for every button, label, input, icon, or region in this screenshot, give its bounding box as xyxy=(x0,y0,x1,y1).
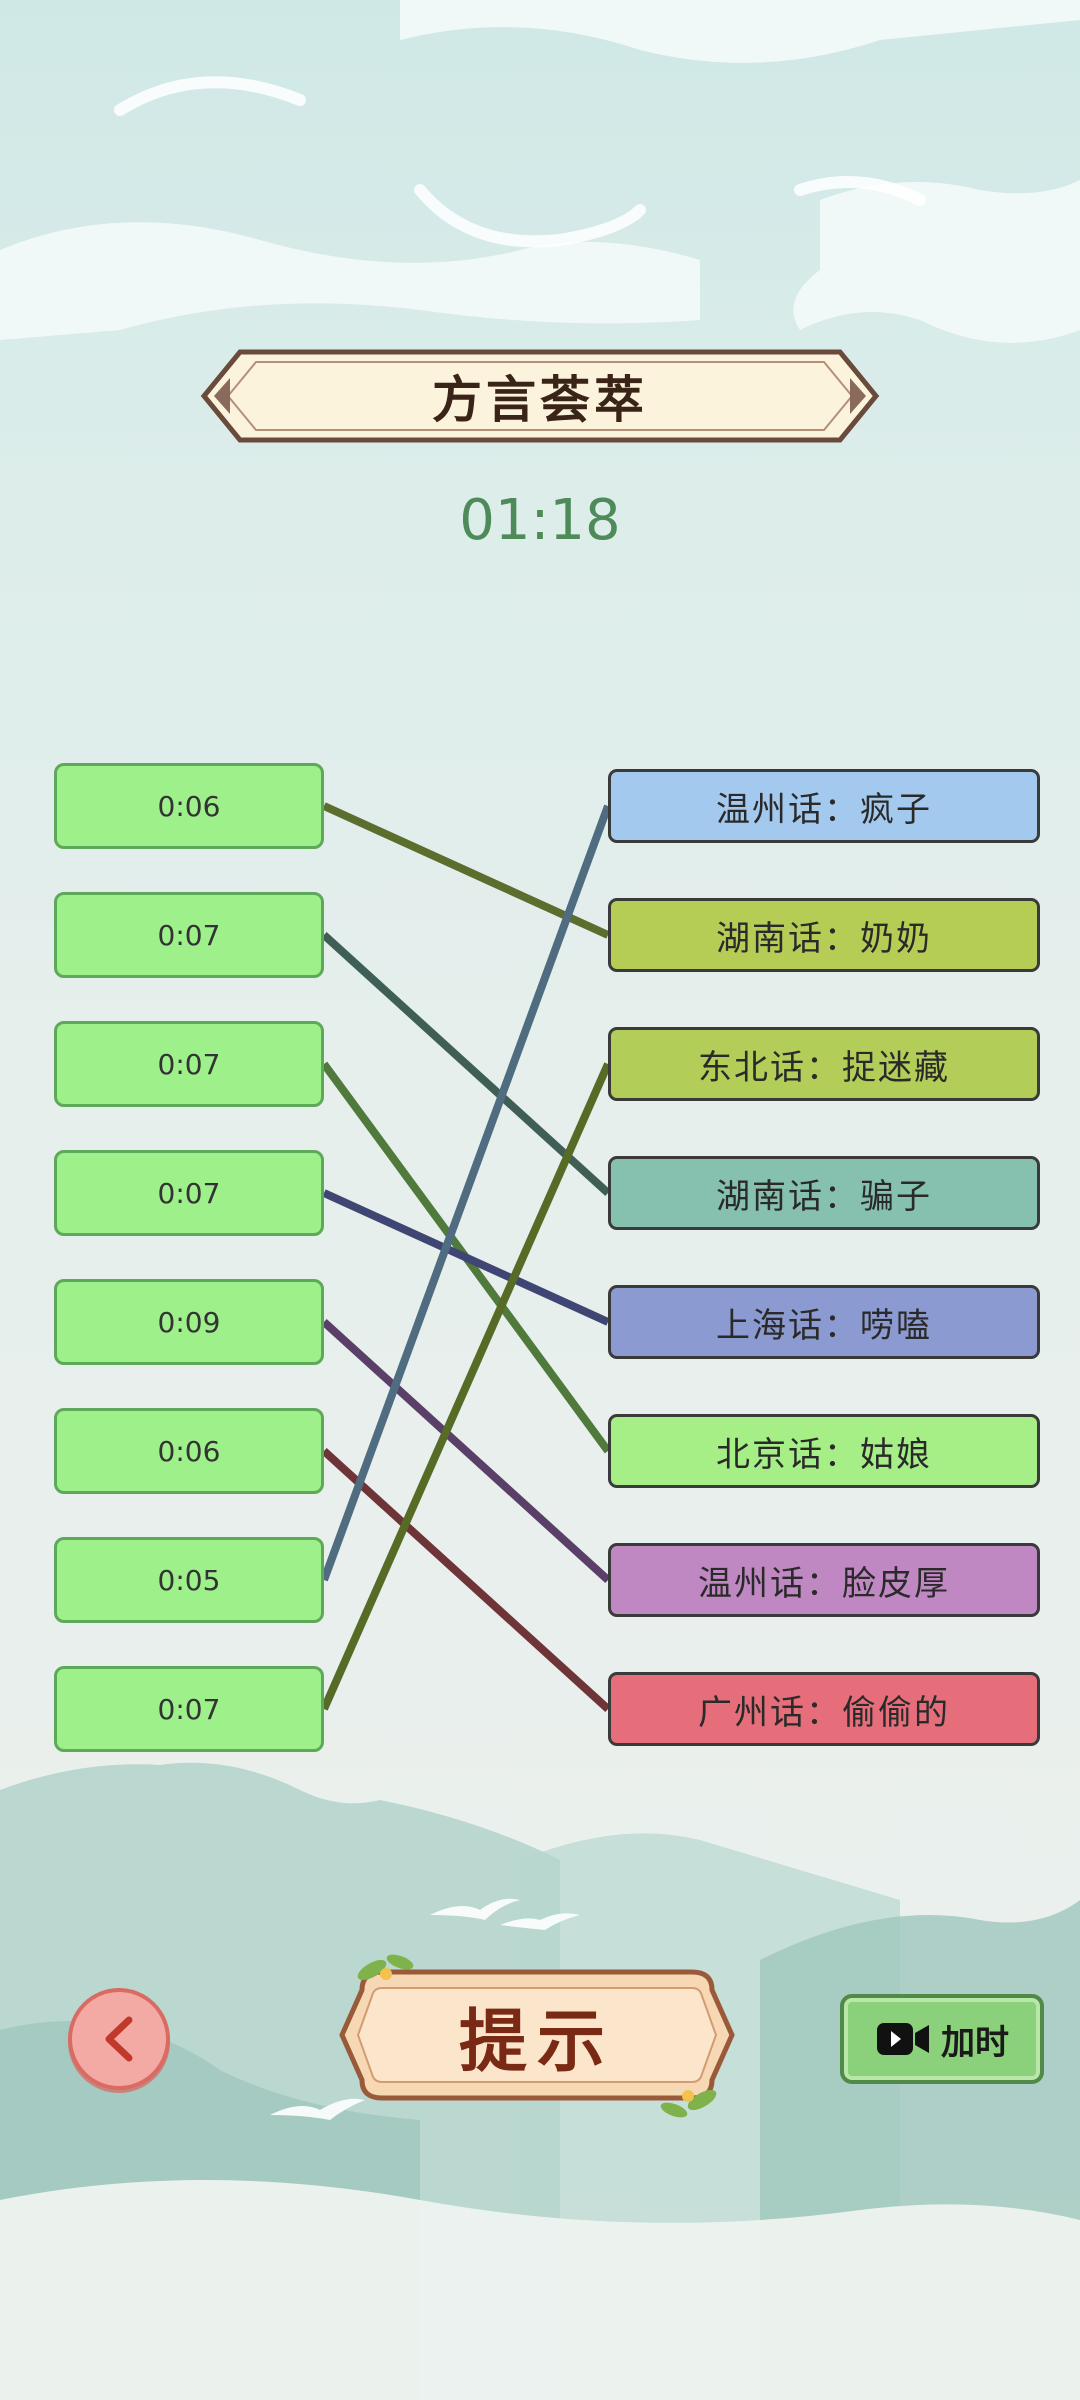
cloud-swirl xyxy=(114,76,926,248)
flower-decoration xyxy=(380,1968,694,2102)
page-title: 方言荟萃 xyxy=(432,370,648,429)
answer-item[interactable]: 湖南话：骗子 xyxy=(608,1156,1040,1230)
bird-decoration xyxy=(270,1898,580,2120)
answer-item[interactable]: 上海话：唠嗑 xyxy=(608,1285,1040,1359)
hint-button[interactable] xyxy=(322,1950,752,2120)
audio-clip-item[interactable]: 0:07 xyxy=(54,892,324,978)
answer-item[interactable]: 湖南话：奶奶 xyxy=(608,898,1040,972)
add-time-button[interactable]: 加时 xyxy=(840,1994,1044,2084)
countdown-timer: 01:18 xyxy=(459,488,621,553)
answer-item[interactable]: 北京话：姑娘 xyxy=(608,1414,1040,1488)
add-time-label: 加时 xyxy=(941,2022,1009,2063)
chevron-left-icon xyxy=(105,2016,133,2062)
cloud-decoration xyxy=(0,0,1080,343)
hint-button-label: 提示 xyxy=(458,2001,615,2082)
audio-clip-item[interactable]: 0:06 xyxy=(54,1408,324,1494)
answer-item[interactable]: 东北话：捉迷藏 xyxy=(608,1027,1040,1101)
answer-item[interactable]: 广州话：偷偷的 xyxy=(608,1672,1040,1746)
back-button[interactable] xyxy=(68,1988,170,2090)
audio-clip-item[interactable]: 0:07 xyxy=(54,1021,324,1107)
leaf-decoration xyxy=(357,1954,717,2118)
answer-item[interactable]: 温州话：疯子 xyxy=(608,769,1040,843)
video-camera-icon xyxy=(877,2023,929,2055)
answer-item[interactable]: 温州话：脸皮厚 xyxy=(608,1543,1040,1617)
audio-clip-item[interactable]: 0:09 xyxy=(54,1279,324,1365)
audio-clip-item[interactable]: 0:06 xyxy=(54,763,324,849)
audio-clip-item[interactable]: 0:07 xyxy=(54,1666,324,1752)
title-banner xyxy=(200,349,880,443)
audio-clip-item[interactable]: 0:05 xyxy=(54,1537,324,1623)
audio-clip-item[interactable]: 0:07 xyxy=(54,1150,324,1236)
